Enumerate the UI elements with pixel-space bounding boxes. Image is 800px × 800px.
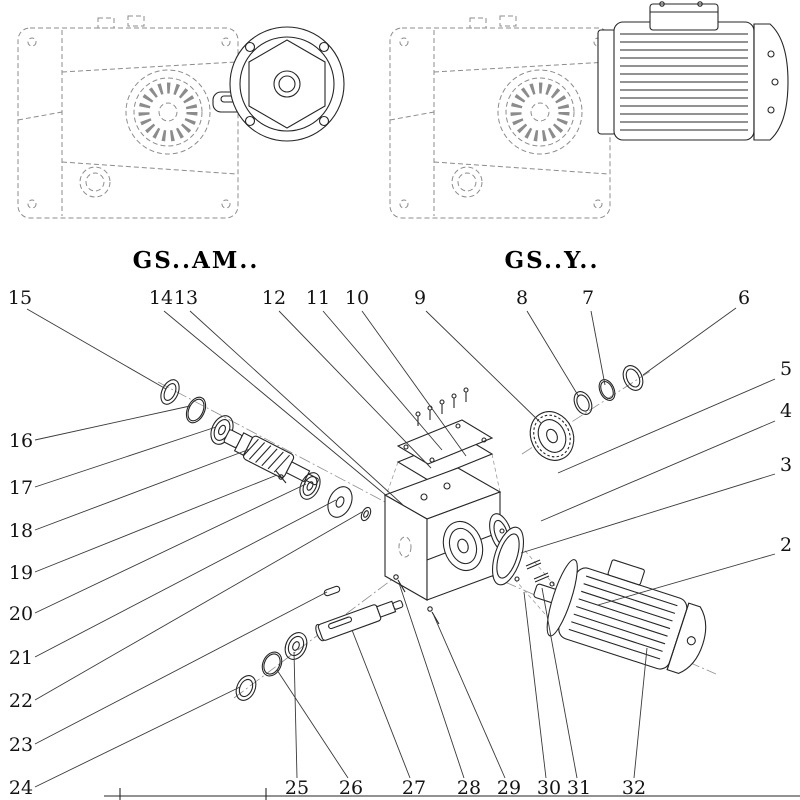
part-number-16: 16 — [9, 430, 33, 452]
gear-circlip — [598, 379, 616, 401]
part-number-7: 7 — [582, 287, 594, 309]
leader-line-19 — [34, 474, 278, 573]
gearbox-hidden-outline-y — [390, 16, 610, 218]
part-number-23: 23 — [9, 734, 33, 756]
part-number-27: 27 — [402, 777, 426, 799]
housing-bolts — [393, 574, 440, 625]
leader-line-22 — [34, 511, 363, 701]
housing-cover — [396, 419, 494, 465]
input-seal-ring — [160, 379, 180, 405]
part-number-14: 14 — [149, 287, 173, 309]
drawing-frame — [104, 788, 800, 800]
part-number-5: 5 — [780, 358, 792, 380]
part-number-24: 24 — [9, 777, 33, 799]
part-number-30: 30 — [537, 777, 561, 799]
leader-line-8 — [526, 310, 580, 398]
part-number-28: 28 — [457, 777, 481, 799]
leader-line-10 — [361, 310, 467, 457]
part-number-19: 19 — [9, 562, 33, 584]
part-number-32: 32 — [622, 777, 646, 799]
leader-line-13 — [189, 310, 404, 506]
leader-line-14 — [163, 310, 389, 498]
part-number-20: 20 — [9, 603, 33, 625]
part-number-3: 3 — [780, 454, 792, 476]
gearbox-hidden-outline-am — [18, 16, 238, 218]
output-gear — [529, 411, 575, 461]
part-number-6: 6 — [738, 287, 750, 309]
exploded-assembly-drawing — [157, 365, 717, 701]
leader-line-6 — [642, 307, 737, 376]
output-flange-illustration — [212, 26, 345, 142]
leader-line-31 — [541, 587, 578, 779]
leader-line-7 — [590, 310, 606, 386]
part-number-29: 29 — [497, 777, 521, 799]
motor-illustration — [597, 1, 789, 141]
input-retaining-ring — [185, 396, 207, 424]
part-number-8: 8 — [516, 287, 528, 309]
part-number-25: 25 — [285, 777, 309, 799]
part-number-22: 22 — [9, 690, 33, 712]
part-number-18: 18 — [9, 520, 33, 542]
part-number-26: 26 — [339, 777, 363, 799]
leader-line-17 — [34, 426, 217, 488]
output-shaft — [315, 600, 404, 642]
leader-line-24 — [34, 686, 241, 788]
leader-line-18 — [34, 448, 251, 531]
leader-line-29 — [433, 615, 506, 779]
part-number-4: 4 — [780, 400, 792, 422]
leader-line-16 — [34, 405, 191, 441]
gear-end-ring — [622, 365, 644, 391]
leader-line-15 — [26, 308, 167, 390]
leader-line-30 — [523, 591, 547, 779]
part-number-31: 31 — [567, 777, 591, 799]
part-number-10: 10 — [345, 287, 369, 309]
leader-line-2 — [597, 553, 776, 606]
leader-line-27 — [351, 629, 411, 779]
variant-am-label: GS..AM.. — [133, 247, 260, 274]
output-circlip — [261, 651, 283, 677]
o-ring — [360, 506, 372, 522]
output-bearing — [284, 632, 308, 660]
leader-line-4 — [540, 420, 776, 522]
gear-spacer-ring — [573, 391, 593, 415]
part-number-21: 21 — [9, 647, 33, 669]
leader-line-20 — [34, 483, 307, 614]
output-washer — [235, 675, 257, 701]
motor-exploded — [533, 559, 707, 674]
part-number-12: 12 — [262, 287, 286, 309]
shaft-key — [323, 585, 341, 597]
leader-line-3 — [520, 473, 776, 554]
part-number-11: 11 — [306, 287, 330, 309]
part-number-9: 9 — [414, 287, 426, 309]
worm-shaft — [223, 429, 319, 486]
leader-line-11 — [322, 310, 443, 451]
worm-bearing — [299, 472, 321, 500]
output-flange-seal — [491, 526, 525, 586]
gear-housing — [383, 467, 513, 601]
part-number-13: 13 — [174, 287, 198, 309]
dowel-pin — [275, 470, 287, 484]
leader-line-25 — [293, 651, 298, 779]
leader-line-28 — [398, 582, 465, 779]
part-number-17: 17 — [9, 477, 33, 499]
part-number-2: 2 — [780, 534, 792, 556]
leader-line-9 — [425, 310, 542, 424]
leader-line-5 — [557, 378, 776, 474]
leader-line-21 — [34, 499, 337, 658]
variant-y-label: GS..Y.. — [505, 247, 600, 274]
leader-line-26 — [276, 669, 349, 779]
leader-line-23 — [34, 591, 328, 745]
leader-line-12 — [278, 310, 432, 469]
thrust-washer-disc — [327, 486, 353, 518]
part-number-15: 15 — [8, 287, 32, 309]
leader-line-32 — [633, 647, 648, 779]
